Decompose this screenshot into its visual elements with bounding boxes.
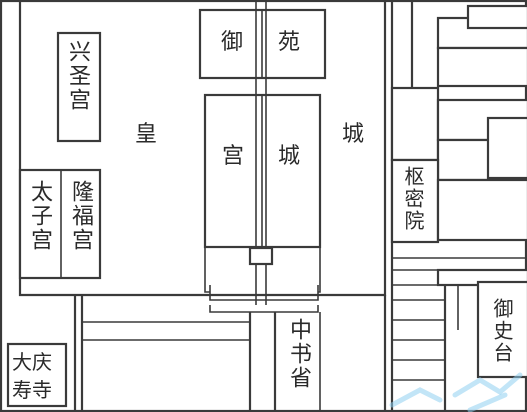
- imperial-city-wall: [18, 2, 387, 297]
- city-label: 城: [342, 122, 365, 147]
- xingsheng-palace-label: 兴圣宫: [65, 40, 90, 112]
- palace-south-gate: [209, 305, 319, 313]
- east-block-8: [436, 178, 527, 242]
- watermark-stroke-2: [452, 372, 523, 398]
- daqing-temple-label-bottom: 寿寺: [12, 378, 52, 402]
- zhongshu-sheng-label: 中书省: [286, 318, 311, 390]
- palace-west-step: [204, 247, 210, 293]
- imperial-garden-label-left: 御: [221, 30, 244, 55]
- watermark-stroke-1: [389, 387, 443, 408]
- longfu-palace-label: 隆福宫: [68, 180, 93, 252]
- palace-south-wall: [209, 285, 319, 301]
- xingsheng-palace-building: [56, 31, 102, 143]
- imperial-garden-label-right: 苑: [278, 30, 301, 55]
- watermark-stroke-3: [467, 392, 508, 412]
- palace-city-label: 皇: [135, 122, 158, 147]
- palace-inner-label-right: 城: [278, 144, 301, 169]
- east-block-7: [486, 116, 527, 180]
- shumi-yuan-building: [390, 158, 440, 244]
- palace-gate: [248, 246, 274, 266]
- yushi-tai-label: 御史台: [490, 298, 514, 364]
- daqing-temple-label-top: 大庆: [12, 350, 52, 374]
- palace-inner-label-left: 宫: [222, 144, 245, 169]
- shumi-yuan-label: 枢密院: [401, 166, 425, 232]
- east-block-2: [436, 46, 527, 88]
- palace-east-step: [318, 247, 321, 293]
- taizi-longfu-compound: [18, 168, 102, 280]
- yushi-tai-building: [476, 280, 527, 379]
- east-block-4: [390, 86, 440, 162]
- taizi-palace-label: 太子宫: [27, 180, 52, 252]
- east-block-3: [466, 4, 527, 30]
- daqing-temple-building: [6, 342, 68, 408]
